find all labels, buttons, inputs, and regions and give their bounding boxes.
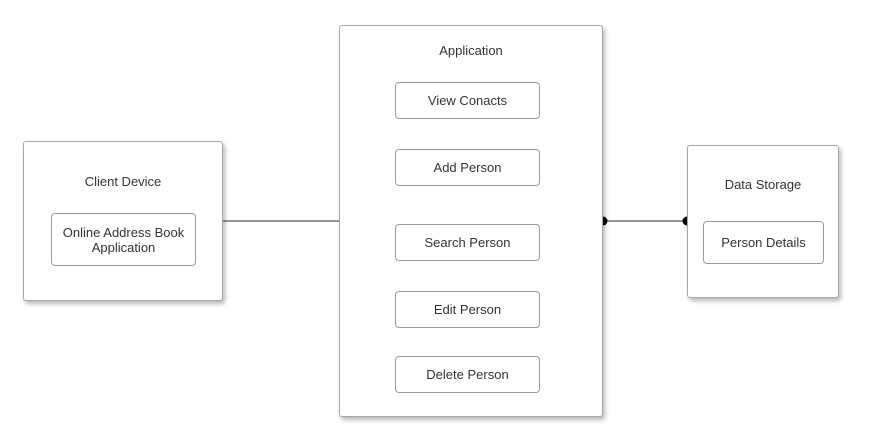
client-device-title: Client Device (84, 174, 162, 189)
delete-person-component[interactable]: Delete Person (395, 356, 540, 393)
online-address-book-component[interactable]: Online Address Book Application (51, 213, 196, 266)
search-person-label: Search Person (424, 235, 511, 250)
data-storage-title: Data Storage (724, 177, 802, 192)
person-details-label: Person Details (721, 235, 806, 250)
add-person-component[interactable]: Add Person (395, 149, 540, 186)
edit-person-component[interactable]: Edit Person (395, 291, 540, 328)
view-contacts-label: View Conacts (427, 93, 508, 108)
search-person-component[interactable]: Search Person (395, 224, 540, 261)
application-title: Application (439, 43, 503, 58)
edit-person-label: Edit Person (433, 302, 502, 317)
delete-person-label: Delete Person (426, 367, 509, 382)
person-details-component[interactable]: Person Details (703, 221, 824, 264)
application-node[interactable]: Application View Conacts Add Person Sear… (339, 25, 603, 417)
add-person-label: Add Person (433, 160, 502, 175)
online-address-book-label: Online Address Book Application (62, 224, 185, 255)
data-storage-node[interactable]: Data Storage Person Details (687, 145, 839, 298)
view-contacts-component[interactable]: View Conacts (395, 82, 540, 119)
client-device-node[interactable]: Client Device Online Address Book Applic… (23, 141, 223, 301)
